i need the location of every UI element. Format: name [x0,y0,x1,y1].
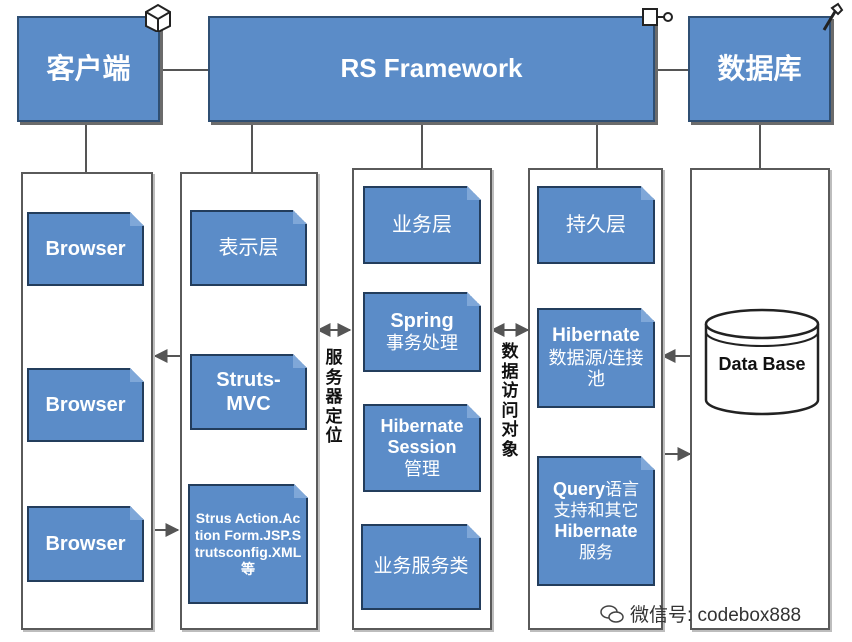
watermark-text: 微信号: codebox888 [630,605,802,626]
business-layer-box: 业务层 [363,186,481,264]
hibernate-session-label: Hibernate Session [380,415,464,458]
struts-mvc-box: Struts-MVC [190,354,307,430]
management-label: 管理 [404,458,440,479]
package-icon [145,3,171,32]
wechat-icon [600,604,624,623]
watermark: 微信号: codebox888 [600,600,801,627]
browser-box-2: Browser [27,368,144,442]
query-line: Query语言 [552,479,640,500]
service-locator-label: 服务器定位 [325,348,343,446]
query-support-box: Query语言 支持和其它 Hibernate 服务 [537,456,655,586]
transaction-label: 事务处理 [386,333,458,354]
struts-detail-box: Strus Action.Action Form.JSP.Strutsconfi… [188,484,308,604]
client-header: 客户端 [17,16,160,122]
query-hibernate-label: Hibernate [554,521,638,541]
plug-icon [642,8,673,26]
datasource-label: 数据源/连接池 [548,347,644,390]
database-cylinder-icon [704,308,820,416]
browser-box-1: Browser [27,212,144,286]
wrench-icon [822,2,844,31]
browser-box-3: Browser [27,506,144,582]
hibernate-session-box: Hibernate Session 管理 [363,404,481,492]
framework-header: RS Framework [208,16,655,122]
presentation-layer-box: 表示层 [190,210,307,286]
database-header: 数据库 [688,16,831,122]
spring-label: Spring [390,310,454,333]
support-label: 支持和其它 [553,500,639,520]
service-label: 服务 [579,542,613,562]
database-label: Data Base [718,354,806,374]
spring-box: Spring 事务处理 [363,292,481,372]
business-service-box: 业务服务类 [361,524,481,610]
persistence-layer-box: 持久层 [537,186,655,264]
data-access-object-label: 数据访问对象 [501,342,519,459]
hibernate-label: Hibernate [552,325,640,346]
hibernate-datasource-box: Hibernate 数据源/连接池 [537,308,655,408]
